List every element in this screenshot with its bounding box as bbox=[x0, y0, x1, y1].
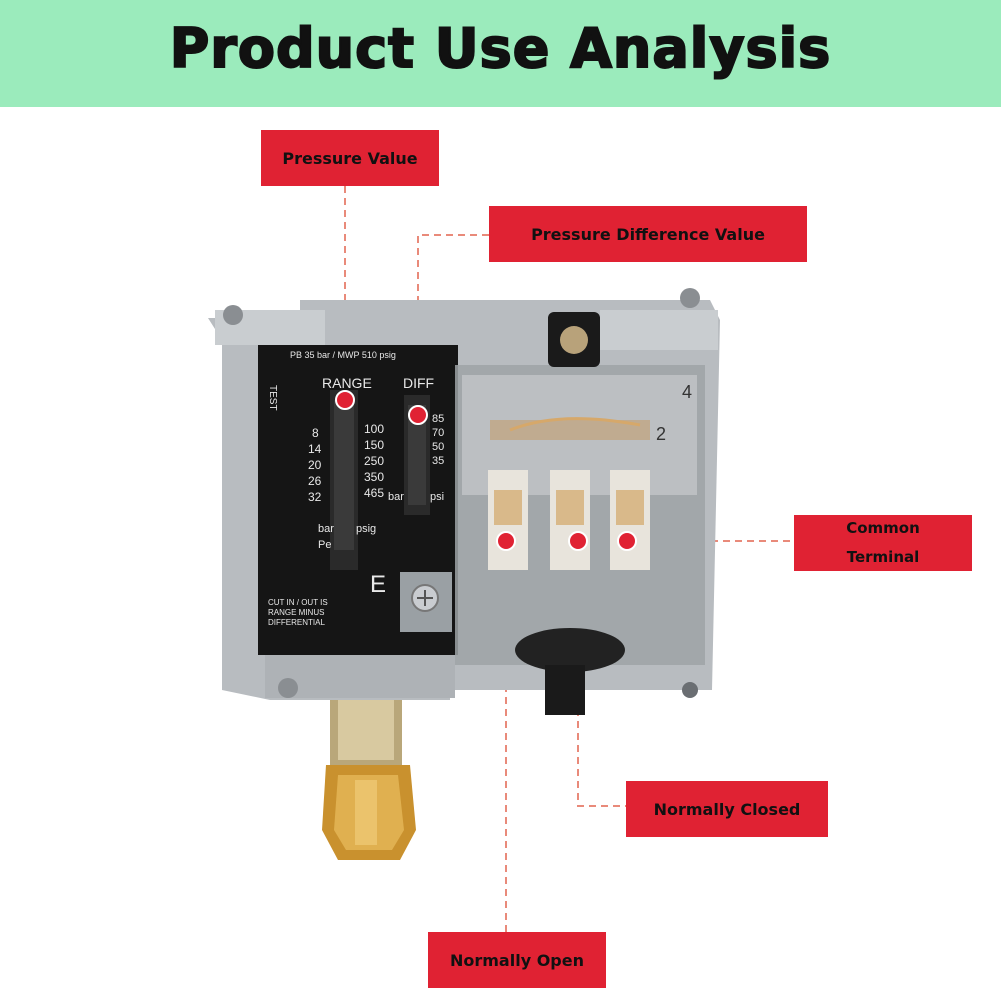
unit-pe: Pe bbox=[318, 539, 331, 551]
callout-common-terminal: Common Terminal bbox=[794, 515, 972, 571]
bar-tick: 26 bbox=[308, 474, 322, 488]
callout-common-terminal-line2: Terminal bbox=[846, 548, 920, 566]
psig-scale: 100 150 250 350 465 bbox=[364, 422, 384, 500]
earth-screw-icon bbox=[400, 572, 452, 632]
diff-psi-scale: 85 70 50 35 bbox=[432, 413, 444, 467]
note-line-2: RANGE MINUS bbox=[268, 608, 324, 617]
contact-housing: 4 2 bbox=[455, 365, 705, 715]
callout-pressure-value-text: Pressure Value bbox=[282, 148, 418, 168]
normally-closed-marker bbox=[568, 531, 588, 551]
diff-tick: 50 bbox=[432, 441, 444, 453]
unit-psi: psi bbox=[430, 491, 444, 503]
note-line-3: DIFFERENTIAL bbox=[268, 618, 325, 627]
note-line-1: CUT IN / OUT IS bbox=[268, 598, 328, 607]
terminal-number-4: 4 bbox=[682, 382, 692, 402]
common-terminal-marker bbox=[617, 531, 637, 551]
unit-psig: psig bbox=[356, 523, 376, 535]
range-marker bbox=[335, 390, 355, 410]
callout-pressure-difference-value-text: Pressure Difference Value bbox=[531, 224, 765, 244]
page-title: Product Use Analysis bbox=[169, 16, 832, 81]
earth-label: E bbox=[370, 571, 386, 598]
normally-open-marker bbox=[496, 531, 516, 551]
diff-tick: 85 bbox=[432, 413, 444, 425]
diff-unit-bar: bar bbox=[388, 491, 404, 503]
diff-marker bbox=[408, 405, 428, 425]
title-banner: Product Use Analysis bbox=[0, 0, 1001, 107]
psig-tick: 350 bbox=[364, 470, 384, 484]
callout-normally-closed-text: Normally Closed bbox=[653, 799, 801, 819]
diff-tick: 35 bbox=[432, 455, 444, 467]
diff-tick: 70 bbox=[432, 427, 444, 439]
callout-common-terminal-line1: Common bbox=[846, 519, 920, 537]
callout-pressure-difference-value: Pressure Difference Value bbox=[489, 206, 807, 262]
test-label: TEST bbox=[267, 385, 278, 411]
callout-normally-closed: Normally Closed bbox=[626, 781, 828, 837]
callout-normally-open: Normally Open bbox=[428, 932, 606, 988]
bar-scale: 8 14 20 26 32 bbox=[308, 426, 322, 504]
psig-tick: 100 bbox=[364, 422, 384, 436]
control-panel: PB 35 bar / MWP 510 psig RANGE DIFF TEST… bbox=[258, 345, 458, 655]
bar-tick: 14 bbox=[308, 442, 322, 456]
rating-label: PB 35 bar / MWP 510 psig bbox=[290, 350, 396, 360]
bar-tick: 20 bbox=[308, 458, 322, 472]
terminal-number-2: 2 bbox=[656, 424, 666, 444]
psig-tick: 250 bbox=[364, 454, 384, 468]
brass-fitting bbox=[322, 690, 416, 860]
bar-tick: 32 bbox=[308, 490, 322, 504]
range-label: RANGE bbox=[322, 375, 372, 391]
unit-bar: bar bbox=[318, 523, 334, 535]
bar-tick: 8 bbox=[312, 426, 319, 440]
callout-normally-open-text: Normally Open bbox=[449, 950, 584, 970]
callout-pressure-value: Pressure Value bbox=[261, 130, 439, 186]
diff-label: DIFF bbox=[403, 375, 434, 391]
psig-tick: 465 bbox=[364, 486, 384, 500]
adjustment-knob-icon bbox=[548, 312, 600, 367]
psig-tick: 150 bbox=[364, 438, 384, 452]
